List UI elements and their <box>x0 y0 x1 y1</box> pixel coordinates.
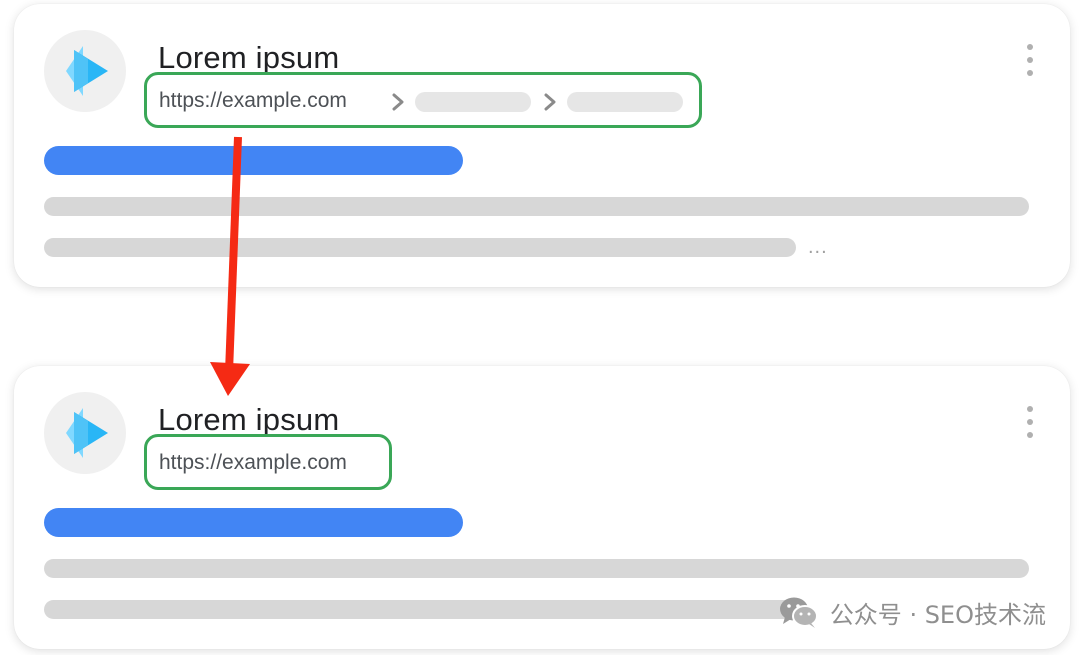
breadcrumb-placeholder <box>567 92 683 112</box>
snippet-text-placeholder <box>44 238 796 257</box>
breadcrumb-placeholder <box>415 92 531 112</box>
site-favicon <box>44 392 126 474</box>
wechat-icon <box>779 597 818 628</box>
watermark: 公众号 · SEO技术流 <box>778 595 1046 629</box>
result-url[interactable]: https://example.com <box>159 89 347 112</box>
snippet-ellipsis: ... <box>808 236 828 258</box>
play-triangle-icon <box>66 408 108 458</box>
site-favicon <box>44 30 126 112</box>
snippet-text-placeholder <box>44 600 796 619</box>
snippet-text-placeholder <box>44 559 1029 578</box>
more-vertical-icon[interactable] <box>1026 44 1034 78</box>
url-highlight: https://example.com <box>144 434 392 490</box>
result-title[interactable]: Lorem ipsum <box>158 402 340 437</box>
search-result-card-after: Lorem ipsum https://example.com <box>14 366 1070 649</box>
watermark-text: 公众号 · SEO技术流 <box>829 600 1046 629</box>
search-result-card-before: Lorem ipsum https://example.com ... <box>14 4 1070 287</box>
url-breadcrumb-highlight: https://example.com <box>144 72 702 128</box>
more-vertical-icon[interactable] <box>1026 406 1034 440</box>
play-triangle-icon <box>66 46 108 96</box>
result-title[interactable]: Lorem ipsum <box>158 40 340 75</box>
chevron-right-icon <box>392 93 404 111</box>
snippet-link-placeholder <box>44 146 463 175</box>
chevron-right-icon <box>544 93 556 111</box>
snippet-link-placeholder <box>44 508 463 537</box>
result-url[interactable]: https://example.com <box>159 451 347 474</box>
snippet-text-placeholder <box>44 197 1029 216</box>
